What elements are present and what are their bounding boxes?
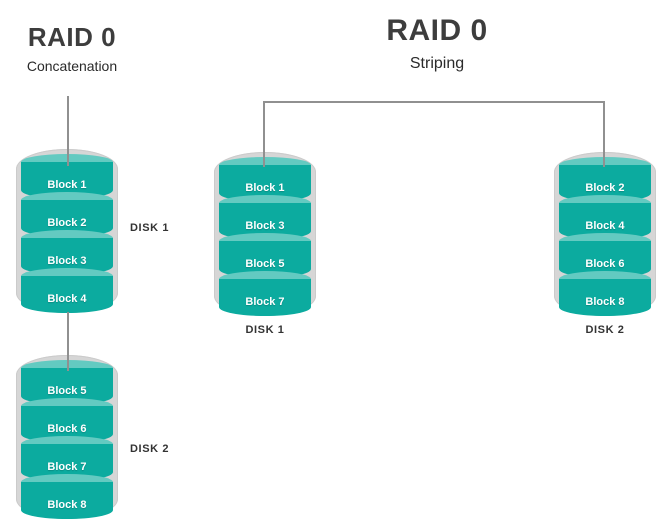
block: Block 3 xyxy=(219,195,311,240)
block: Block 2 xyxy=(559,157,651,202)
connector-line-to-stripe-disk2 xyxy=(603,101,605,167)
concat-disk1-label: DISK 1 xyxy=(130,222,170,234)
block: Block 2 xyxy=(21,192,113,237)
block-label: Block 4 xyxy=(585,219,625,232)
connector-line-horizontal xyxy=(263,101,604,103)
block: Block 5 xyxy=(219,233,311,278)
concat-disk2-cylinder: Block 5 Block 6 Block 7 Block 8 xyxy=(16,355,118,519)
block: Block 3 xyxy=(21,230,113,275)
concatenation-subtitle: Concatenation xyxy=(26,58,118,74)
stripe-disk2-label: DISK 2 xyxy=(585,324,625,336)
concat-disk1-cylinder: Block 1 Block 2 Block 3 Block 4 xyxy=(16,149,118,313)
block-label: Block 8 xyxy=(585,295,625,308)
block: Block 1 xyxy=(219,157,311,202)
stripe-disk1-cylinder: Block 1 Block 3 Block 5 Block 7 xyxy=(214,152,316,316)
concatenation-title: RAID 0 xyxy=(27,22,117,52)
block-label: Block 6 xyxy=(47,422,87,435)
block: Block 7 xyxy=(219,271,311,316)
block-label: Block 5 xyxy=(47,384,87,397)
block: Block 8 xyxy=(21,474,113,519)
connector-line-to-stripe-disk1 xyxy=(263,101,265,167)
block-label: Block 7 xyxy=(47,460,87,473)
block-label: Block 3 xyxy=(245,219,285,232)
block-label: Block 2 xyxy=(585,181,625,194)
block-label: Block 2 xyxy=(47,216,87,229)
block: Block 7 xyxy=(21,436,113,481)
block-label: Block 4 xyxy=(47,292,87,305)
stripe-disk2-cylinder: Block 2 Block 4 Block 6 Block 8 xyxy=(554,152,656,316)
block: Block 6 xyxy=(21,398,113,443)
block-body: Block 1 xyxy=(21,162,113,199)
block-body: Block 4 xyxy=(21,276,113,313)
block: Block 4 xyxy=(559,195,651,240)
stripe-disk1-label: DISK 1 xyxy=(245,324,285,336)
block: Block 8 xyxy=(559,271,651,316)
block-label: Block 3 xyxy=(47,254,87,267)
striping-title: RAID 0 xyxy=(386,14,488,47)
block-label: Block 8 xyxy=(47,498,87,511)
block-body: Block 7 xyxy=(219,279,311,316)
block-label: Block 7 xyxy=(245,295,285,308)
connector-line-title-to-disk1 xyxy=(67,96,69,166)
block: Block 4 xyxy=(21,268,113,313)
connector-line-disk1-to-disk2 xyxy=(67,312,69,371)
block: Block 6 xyxy=(559,233,651,278)
block-label: Block 1 xyxy=(245,181,285,194)
block-label: Block 1 xyxy=(47,178,87,191)
block: Block 1 xyxy=(21,154,113,199)
block-body: Block 8 xyxy=(21,482,113,519)
block-label: Block 6 xyxy=(585,257,625,270)
block-label: Block 5 xyxy=(245,257,285,270)
block-body: Block 8 xyxy=(559,279,651,316)
concat-disk2-label: DISK 2 xyxy=(130,443,170,455)
striping-subtitle: Striping xyxy=(409,55,465,72)
